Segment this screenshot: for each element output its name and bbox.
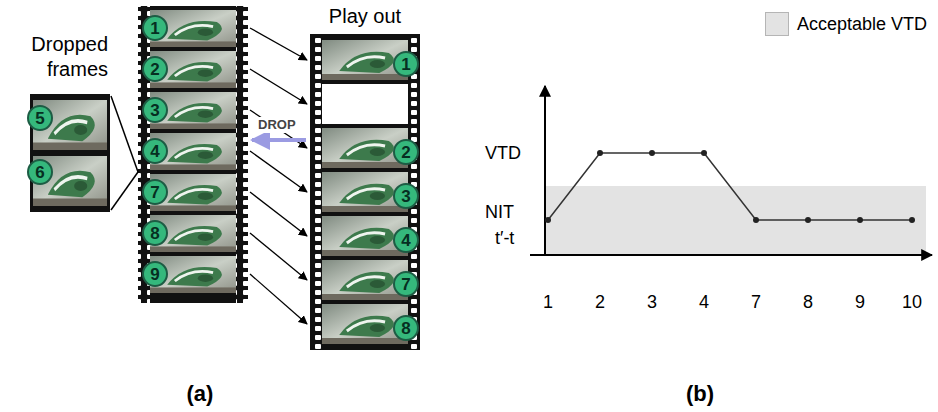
legend-swatch (765, 12, 789, 36)
frame-number-circle: 4 (142, 138, 168, 164)
frame-number-circle: 7 (393, 271, 419, 297)
playout-film-strip-part (310, 34, 420, 350)
vtd-chart-part (649, 150, 655, 156)
frame-mapping-arrows-part (250, 233, 307, 280)
frame-number: 5 (35, 110, 44, 127)
panel-caption: (b) (686, 380, 714, 408)
drop-label: DROP (256, 117, 298, 133)
frame-number: 8 (150, 225, 159, 242)
playout-film-strip-part (322, 84, 408, 124)
vtd-chart-part (544, 86, 546, 256)
frame-number-circle: 1 (142, 15, 168, 41)
tick-label: 7 (751, 291, 761, 314)
part-label: Play out (329, 4, 401, 29)
tick-label: 8 (803, 291, 813, 314)
tick-label: 2 (595, 291, 605, 314)
tick-label: 3 (647, 291, 657, 314)
frame-mapping-arrows-part (250, 69, 307, 104)
tick-label: 4 (699, 291, 709, 314)
source-film-strip (138, 6, 248, 303)
part-label: Dropped frames (6, 32, 108, 82)
frame-number: 2 (401, 144, 410, 161)
frame-number-circle: 4 (393, 227, 419, 253)
frame-mapping-arrows-part (250, 151, 307, 192)
frame-number: 9 (150, 266, 159, 283)
frame-mapping-arrows-part (250, 110, 307, 148)
dropped-film-strip-part (30, 94, 110, 212)
source-film-strip-part (236, 6, 248, 303)
axis-label: t′-t (495, 227, 514, 250)
source-film-strip-part (138, 6, 248, 303)
frame-number: 7 (401, 276, 410, 293)
panel-caption: (a) (187, 380, 214, 408)
frame-number-circle: 3 (393, 183, 419, 209)
frame-number: 2 (150, 61, 159, 78)
axis-label: NIT (485, 201, 514, 224)
vtd-chart-part (530, 254, 932, 256)
vtd-chart-part (701, 150, 707, 156)
axis-label: VTD (485, 142, 521, 165)
dropped-film-strip-part (111, 172, 138, 210)
frame-number-circle: 2 (393, 139, 419, 165)
playout-film-strip-part (310, 34, 322, 350)
vtd-chart-part (753, 217, 759, 223)
frame-number: 3 (401, 188, 410, 205)
frame-mapping-arrows (250, 28, 307, 324)
vtd-chart-part (597, 150, 603, 156)
vtd-chart (530, 86, 932, 256)
frame-number-circle: 2 (142, 56, 168, 82)
frame-number-circle: 3 (142, 97, 168, 123)
tick-label: 10 (902, 291, 922, 314)
tick-label: 1 (543, 291, 553, 314)
frame-mapping-arrows-part (250, 192, 307, 236)
frame-number: 7 (150, 184, 159, 201)
frame-number: 1 (401, 56, 410, 73)
dropped-film-strip-part (111, 96, 138, 172)
vtd-chart-part (909, 217, 915, 223)
frame-number-circle: 8 (142, 220, 168, 246)
vtd-chart-part (548, 153, 912, 220)
frame-number: 4 (401, 232, 410, 249)
frame-number: 4 (150, 143, 159, 160)
frame-number-circle: 6 (27, 159, 53, 185)
frame-mapping-arrows-part (250, 28, 307, 60)
frame-number: 3 (150, 102, 159, 119)
drop-arrow (252, 138, 306, 142)
vtd-chart-part (545, 217, 551, 223)
vtd-chart-part (857, 217, 863, 223)
frame-number-circle: 8 (393, 315, 419, 341)
vtd-chart-part (805, 217, 811, 223)
tick-label: 9 (855, 291, 865, 314)
frame-number-circle: 5 (27, 105, 53, 131)
frame-mapping-arrows-part (250, 274, 307, 324)
playout-film-strip (310, 34, 420, 350)
frame-number-circle: 9 (142, 261, 168, 287)
frame-number-circle: 1 (393, 51, 419, 77)
legend-text: Acceptable VTD (797, 13, 927, 36)
frame-number: 1 (150, 20, 159, 37)
frame-number-circle: 7 (142, 179, 168, 205)
frame-number: 6 (35, 164, 44, 181)
frame-number: 8 (401, 320, 410, 337)
